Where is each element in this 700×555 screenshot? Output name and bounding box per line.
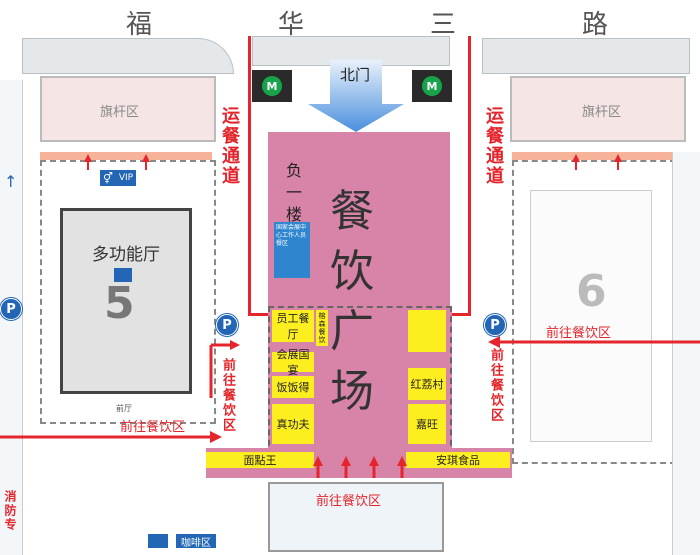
- cafe-label: 咖啡区: [176, 534, 216, 549]
- hall-6: [530, 190, 652, 442]
- road-name-char: 三: [430, 10, 457, 40]
- restaurant-banquet: 会展国宴: [272, 348, 314, 377]
- hall-6-number: 6: [576, 266, 607, 317]
- direction-label-right-road: 前往餐饮区: [546, 326, 612, 341]
- north-gate-arrow-icon: [308, 60, 404, 132]
- meeting-icon: [114, 268, 132, 282]
- direction-label-left: 前往餐饮区: [220, 358, 235, 433]
- direction-label-right: 前往餐饮区: [488, 348, 503, 423]
- restroom-icon: ⚥: [100, 170, 116, 186]
- food-plaza-upper: [268, 132, 450, 310]
- north-gate-label: 北门: [340, 66, 371, 84]
- road-name-char: 福: [126, 10, 153, 40]
- service-route-line-right-turn: [448, 313, 470, 316]
- vip-badge: VIP: [116, 170, 136, 186]
- flag-area-left: [40, 76, 216, 142]
- south-entrance: [268, 482, 444, 552]
- restaurant-mian: 面點王: [206, 452, 314, 468]
- food-plaza-title: 餐饮广场: [330, 186, 374, 417]
- flag-area-label: 旗杆区: [582, 105, 622, 120]
- metro-entrance-left: M: [252, 70, 292, 102]
- hall-5: [60, 208, 192, 394]
- flag-area-right: [510, 76, 686, 142]
- right-road-strip: [672, 152, 700, 555]
- restaurant-zhengongfu: 真功夫: [272, 404, 314, 444]
- metro-entrance-right: M: [412, 70, 452, 102]
- restaurant-fanfande: 饭饭得: [272, 376, 314, 398]
- lobby-label: 前厅: [116, 404, 132, 413]
- service-route-label-right: 运餐通道: [483, 106, 504, 186]
- sidewalk-right: [482, 38, 690, 74]
- cafe-icon: [148, 534, 168, 548]
- hall-5-name: 多功能厅: [92, 245, 160, 265]
- staff-dining-notice: 国家会展中心工作人员餐区: [274, 222, 310, 278]
- service-route-line-right: [468, 36, 471, 316]
- metro-icon: M: [262, 76, 282, 96]
- restaurant-anqi: 安琪食品: [406, 452, 510, 468]
- sidewalk-left: [22, 38, 234, 74]
- road-name-char: 华: [278, 10, 305, 40]
- direction-label-bottom-left: 前往餐饮区: [120, 420, 186, 435]
- service-route-label-left: 运餐通道: [219, 106, 240, 186]
- hall-5-number: 5: [104, 278, 135, 329]
- road-name-char: 路: [582, 10, 609, 40]
- parking-icon: P: [216, 314, 238, 336]
- service-route-line-left: [248, 36, 251, 316]
- restaurant-jiawang: 嘉旺: [408, 404, 446, 444]
- parking-icon: P: [0, 298, 22, 320]
- flag-area-label: 旗杆区: [100, 105, 140, 120]
- parking-icon: P: [484, 314, 506, 336]
- hall-6-top-band: [512, 152, 672, 160]
- restaurant-lizhi: 红荔村: [408, 368, 446, 400]
- restaurant-right-1: [408, 310, 446, 352]
- hall-5-top-band: [40, 152, 212, 160]
- metro-icon: M: [422, 76, 442, 96]
- direction-label-bottom: 前往餐饮区: [316, 494, 382, 509]
- restaurant-fusion: 榕森餐饮: [316, 310, 328, 346]
- arrow-up-icon: ↑: [4, 172, 18, 191]
- service-route-line-left-turn: [248, 313, 270, 316]
- restaurant-staff: 员工餐厅: [272, 310, 314, 342]
- fire-lane-label: 消防专: [3, 490, 17, 532]
- hall-5-outline: [40, 160, 216, 424]
- basement-floor-label: 负一楼: [286, 161, 303, 224]
